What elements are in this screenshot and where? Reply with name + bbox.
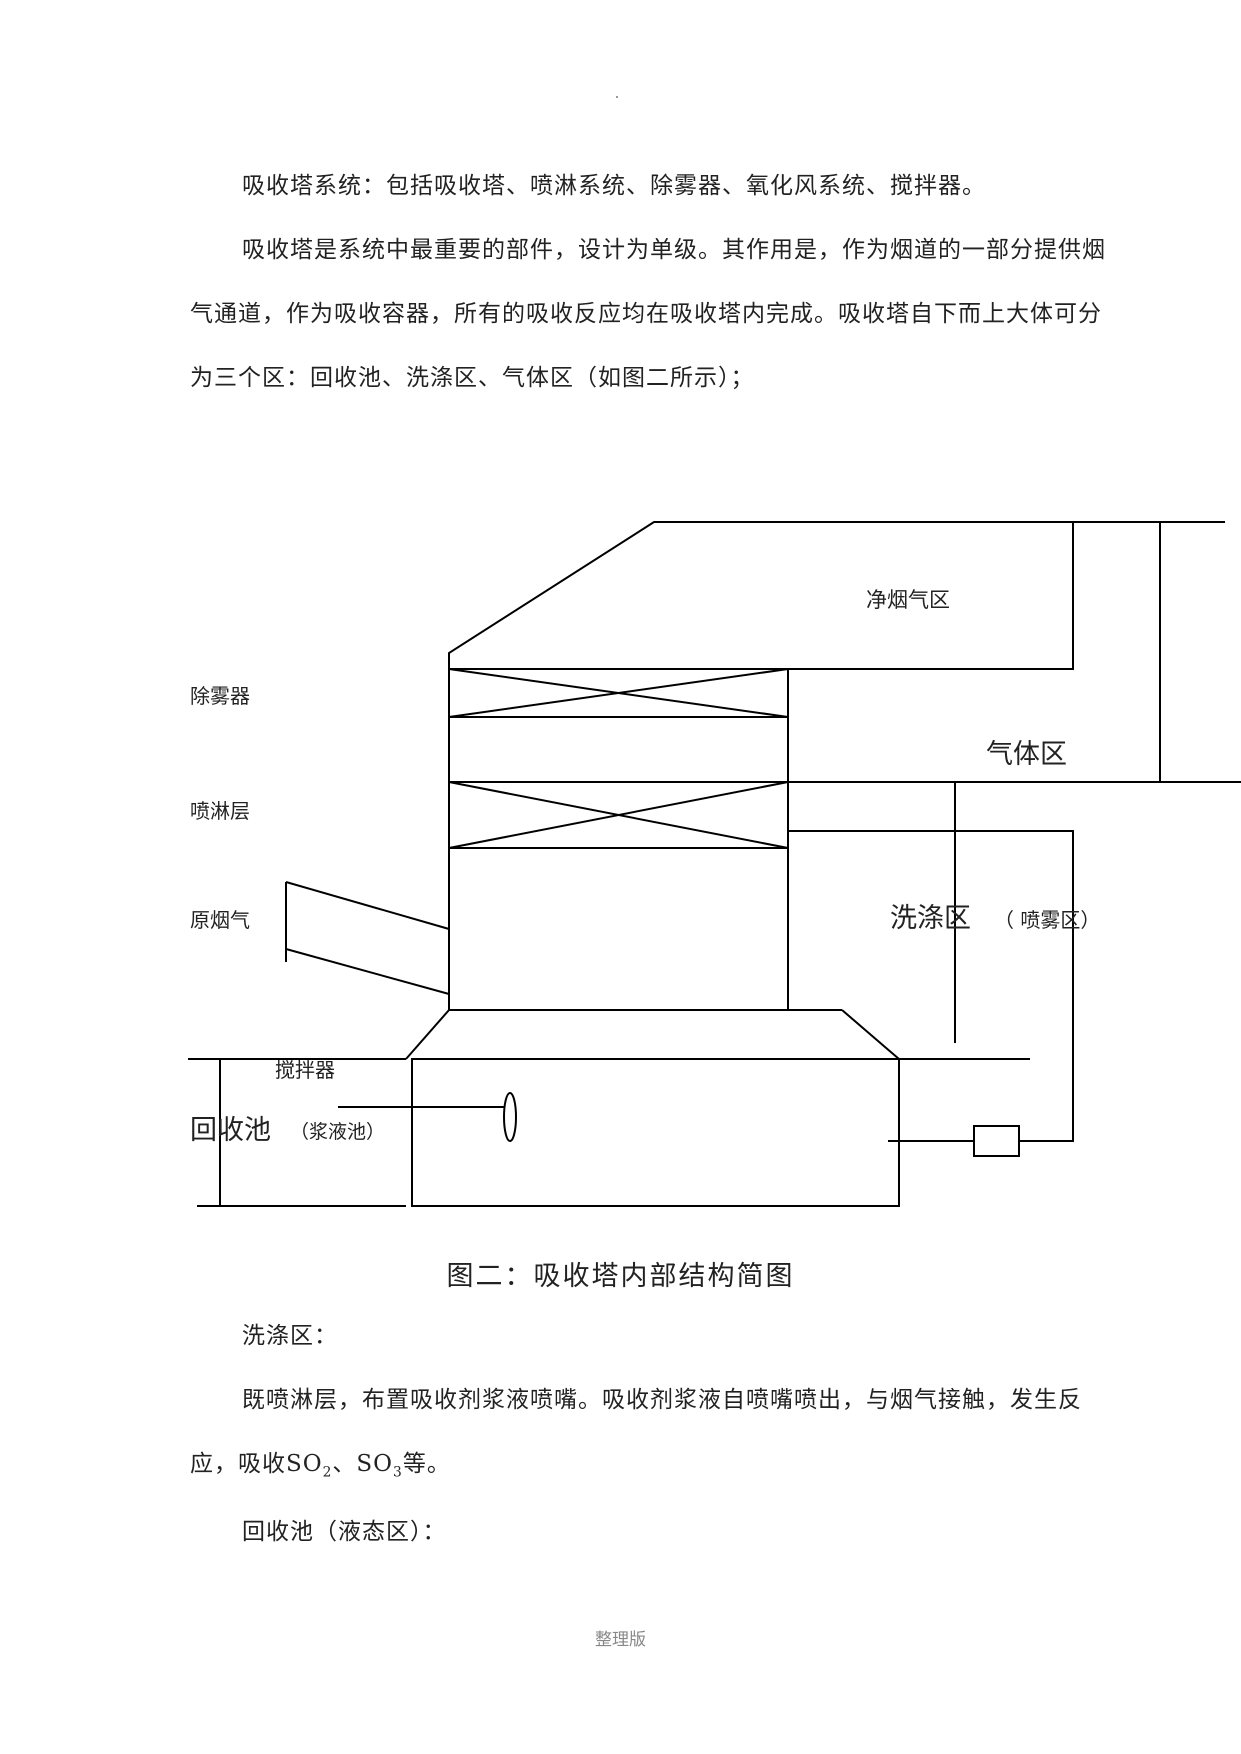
intro-paragraph: 吸收塔系统：包括吸收塔、喷淋系统、除雾器、氧化风系统、搅拌器。	[242, 173, 986, 199]
so3-formula: SO3	[356, 1451, 403, 1481]
tower-transition-cone-right	[841, 1009, 900, 1060]
figure-caption: 图二：吸收塔内部结构简图	[446, 1261, 795, 1292]
recovery-pool	[411, 1058, 900, 1207]
washing-heading: 洗涤区：	[242, 1323, 338, 1349]
washing-zone-label: 洗涤区	[890, 903, 971, 934]
agitator-blade	[503, 1092, 517, 1142]
header-dot	[616, 96, 618, 98]
page-footer: 整理版	[595, 1630, 646, 1650]
gas-zone-label: 气体区	[986, 739, 1067, 770]
spray-layer-label: 喷淋层	[190, 799, 250, 823]
tower-transition-cone	[405, 1009, 450, 1060]
recirculation-pump	[973, 1125, 1020, 1157]
raw-flue-gas-label: 原烟气	[190, 908, 250, 932]
hood-outline	[448, 521, 1225, 672]
clean-gas-zone-label: 净烟气区	[866, 588, 950, 612]
washing-text-after: 等。	[402, 1451, 451, 1477]
washing-text-before: 既喷淋层，布置吸收剂浆液喷嘴。吸收剂浆液自喷嘴喷出，与烟气接触，发生反应，吸收	[190, 1387, 1082, 1477]
spray-zone-label: （ 喷雾区）	[994, 908, 1100, 932]
spray-cross-b	[448, 781, 789, 849]
demister-cross-b	[448, 668, 789, 718]
tower-paragraph: 吸收塔是系统中最重要的部件，设计为单级。其作用是，作为烟道的一部分提供烟气通道，…	[190, 237, 1106, 391]
agitator-label: 搅拌器	[275, 1058, 335, 1082]
demister-label: 除雾器	[190, 684, 250, 708]
slurry-pool-label: （浆液池）	[290, 1121, 385, 1143]
inlet-lower	[285, 948, 450, 995]
recirculation-pipe	[788, 830, 1074, 1142]
recovery-pool-label: 回收池	[190, 1115, 271, 1146]
recovery-heading: 回收池（液态区）：	[242, 1519, 447, 1545]
so2-formula: SO2	[286, 1451, 333, 1481]
inlet-upper	[285, 881, 450, 930]
clean-gas-duct-inner	[788, 522, 1074, 670]
washing-paragraph: 既喷淋层，布置吸收剂浆液喷嘴。吸收剂浆液自喷嘴喷出，与烟气接触，发生反应，吸收S…	[190, 1387, 1082, 1481]
